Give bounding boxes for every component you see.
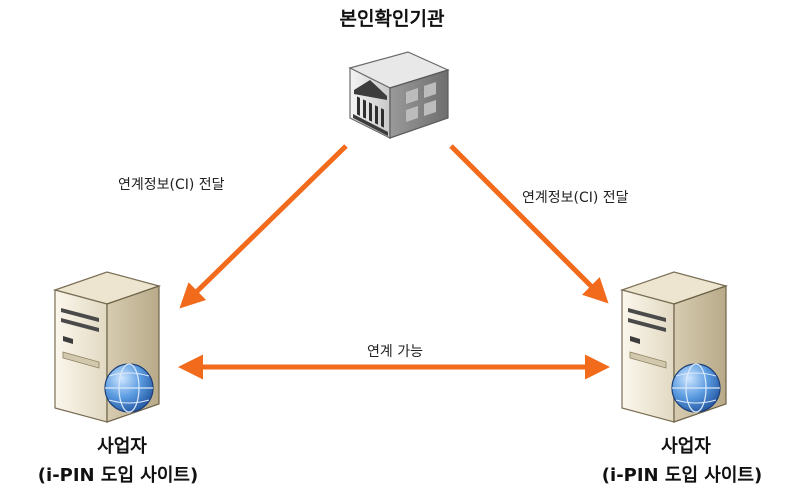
- edge-label-top-right: 연계정보(CI) 전달: [522, 190, 629, 206]
- web-server-icon: [52, 271, 162, 423]
- arrow-top-to-right: [449, 144, 609, 304]
- bank-building-icon: [348, 51, 450, 139]
- edge-label-top-left: 연계정보(CI) 전달: [118, 177, 225, 193]
- top-node-label: 본인확인기관: [340, 7, 445, 30]
- arrow-top-to-left: [179, 144, 348, 309]
- edge-label-left-right: 연계 가능: [367, 344, 423, 360]
- right-node-label-line2: (i-PIN 도입 사이트): [602, 464, 762, 486]
- right-node-label-line1: 사업자: [661, 436, 711, 457]
- web-server-icon: [619, 271, 729, 423]
- left-node-label-line1: 사업자: [97, 436, 147, 457]
- left-node-label-line2: (i-PIN 도입 사이트): [38, 464, 198, 486]
